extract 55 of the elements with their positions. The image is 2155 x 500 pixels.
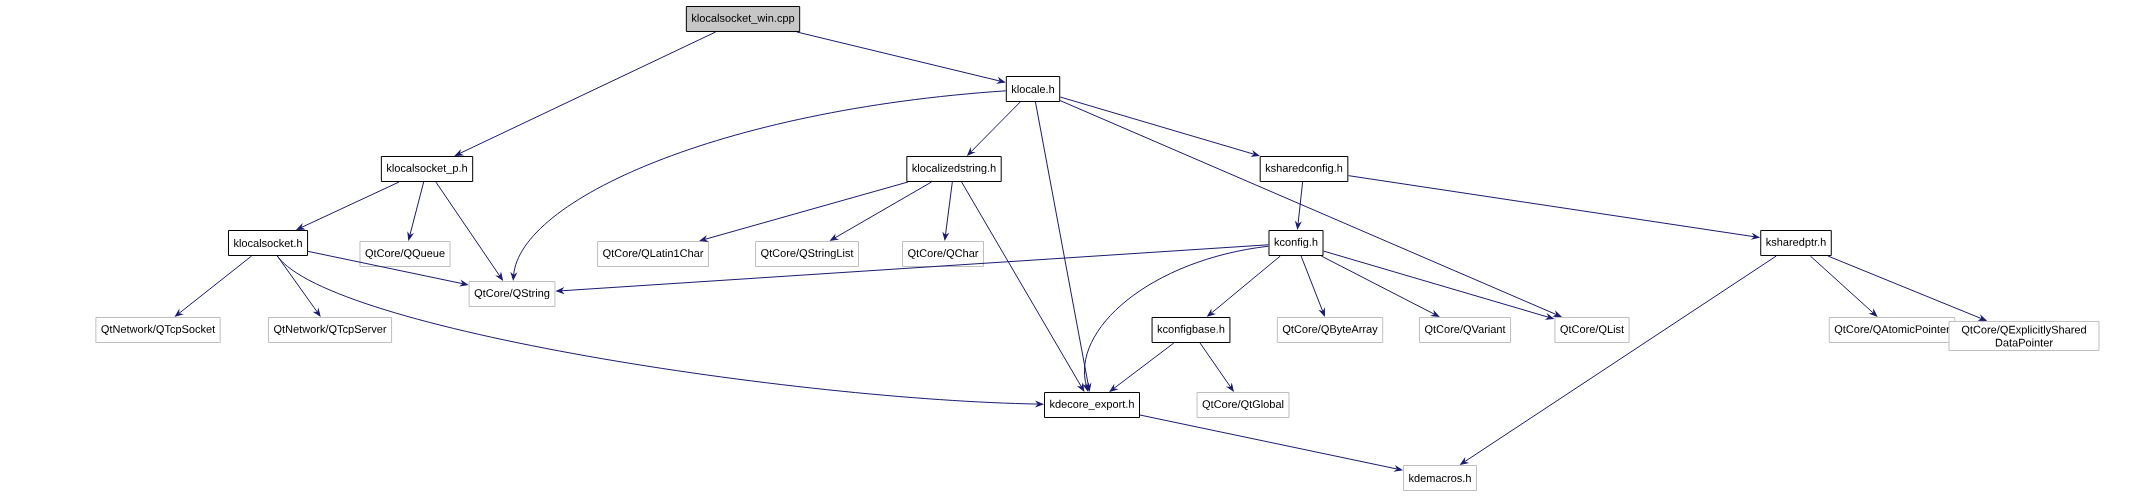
external-header-box: QtNetwork/QTcpSocket [95, 317, 221, 343]
external-header-box: QtCore/QtGlobal [1196, 392, 1290, 418]
arrow [942, 181, 953, 241]
external-header-box: QtCore/QByteArray [1276, 317, 1384, 343]
header-box: klocalsocket_p.h [380, 156, 474, 182]
external-header-box: QtCore/QLatin1Char [597, 241, 709, 267]
arrow [1139, 414, 1403, 472]
arrow [1199, 342, 1234, 392]
arrow [1320, 255, 1440, 317]
arrow [407, 181, 425, 241]
external-header-box: QtCore/QList [1554, 317, 1630, 343]
arrow [307, 250, 468, 287]
arrow [435, 181, 503, 281]
header-box: klocale.h [1005, 76, 1061, 102]
arrow [1109, 342, 1175, 392]
arrow [1827, 255, 1987, 321]
external-header-box: QtCore/QChar [902, 241, 984, 267]
arrow [830, 181, 933, 241]
arrow [510, 90, 1007, 281]
arrow [1460, 255, 1777, 465]
external-header-box: QtCore/QStringList [755, 241, 859, 267]
external-header-box: QtCore/QQueue [359, 241, 451, 267]
external-header-box: QtCore/QExplicitlyShared DataPointer [1948, 320, 2100, 352]
header-box: ksharedptr.h [1760, 230, 1832, 256]
header-box: klocalsocket_win.cpp [685, 6, 801, 32]
arrow [1059, 100, 1562, 317]
arrow [1295, 181, 1304, 230]
arrow [967, 101, 1021, 156]
arrow [1347, 175, 1760, 240]
arrow [296, 181, 400, 230]
arrow [961, 181, 1085, 392]
header-box: kconfigbase.h [1151, 317, 1231, 343]
external-header-box: QtNetwork/QTcpServer [268, 317, 393, 343]
external-header-box: kdemacros.h [1403, 465, 1477, 491]
arrow [175, 255, 253, 317]
arrow [1300, 255, 1325, 317]
arrow [1034, 101, 1092, 392]
header-box: kconfig.h [1268, 230, 1324, 256]
arrow [1059, 96, 1260, 157]
header-box: ksharedconfig.h [1259, 156, 1349, 182]
arrow [796, 31, 1005, 84]
external-header-box: QtCore/QVariant [1418, 317, 1512, 343]
arrow [276, 255, 1044, 407]
arrow [1323, 250, 1554, 320]
arrow [455, 31, 717, 156]
arrow [556, 244, 1269, 294]
arrow [699, 181, 909, 242]
header-box: klocalizedstring.h [906, 156, 1002, 182]
arrow [1207, 255, 1281, 317]
external-header-box: QtCore/QString [468, 281, 556, 307]
header-box: klocalsocket.h [228, 230, 309, 256]
header-box: kdecore_export.h [1044, 392, 1140, 418]
external-header-box: QtCore/QAtomicPointer [1828, 317, 1956, 343]
arrow [1809, 255, 1878, 317]
arrow [1083, 245, 1269, 392]
